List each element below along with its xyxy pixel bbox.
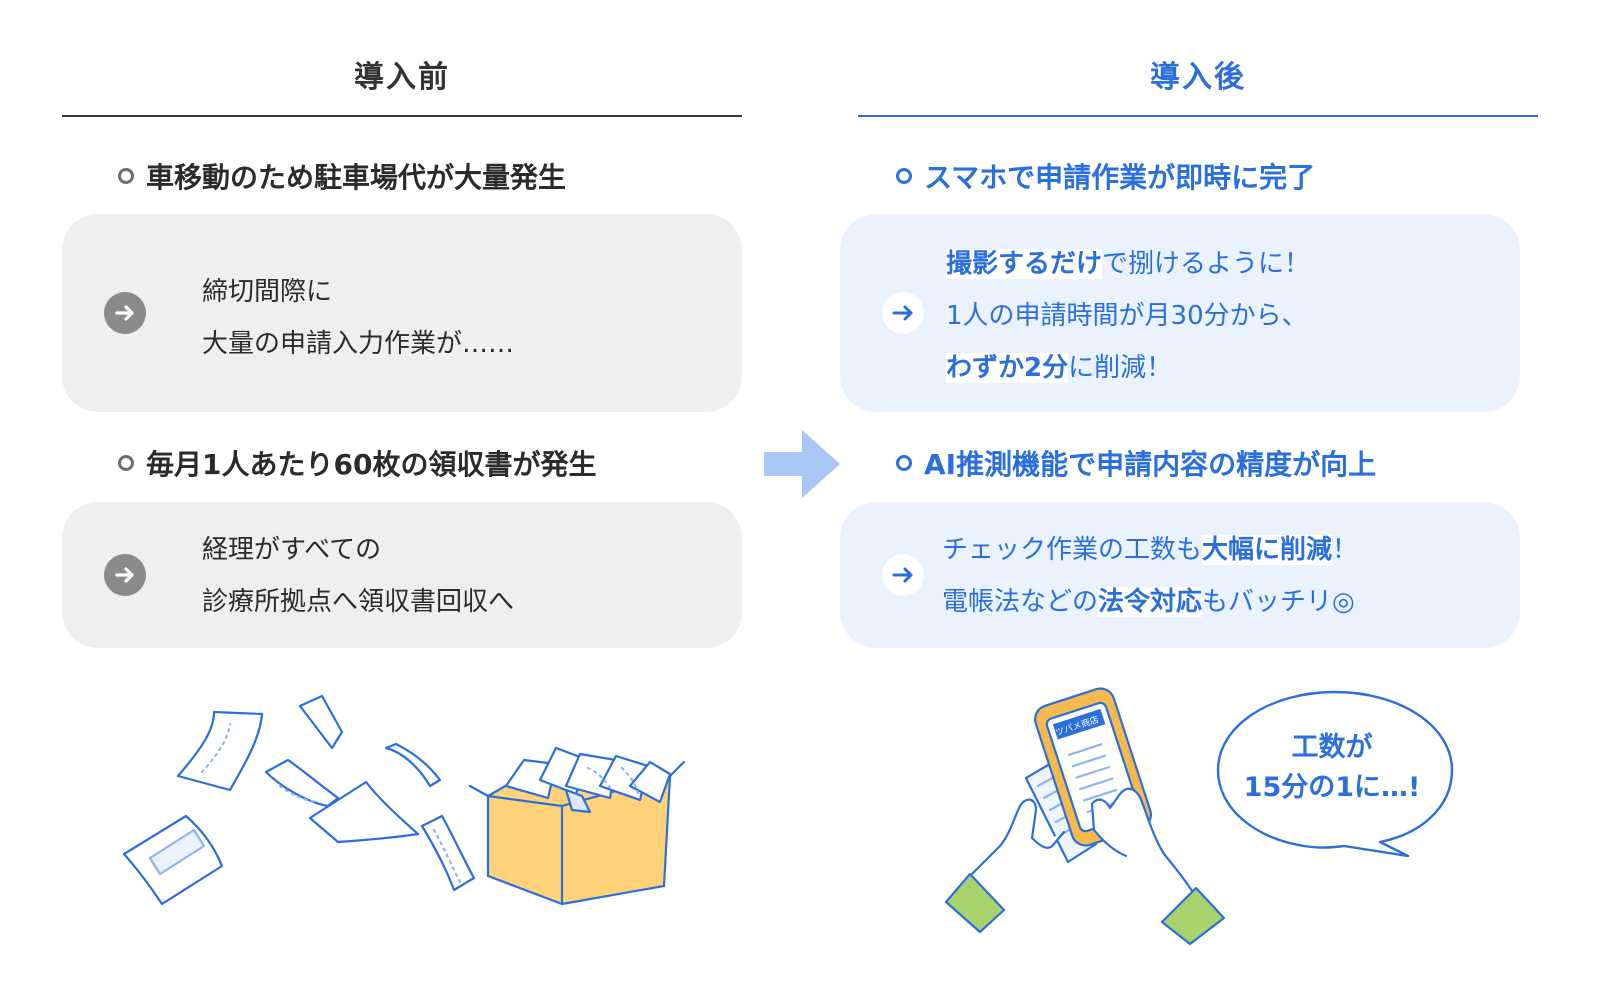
text-line: 締切間際に xyxy=(202,277,333,307)
text-line: チェック作業の工数も大幅に削減！ xyxy=(942,524,1358,576)
speech-bubble xyxy=(1216,690,1454,858)
text-line: 診療所拠点へ領収書回収へ xyxy=(202,587,515,617)
after-divider xyxy=(858,115,1538,117)
plain-text: 電帳法などの xyxy=(942,587,1099,617)
before-point-2: 毎月1人あたり60枚の領収書が発生 xyxy=(118,443,596,483)
plain-text: で捌けるように！ xyxy=(1102,249,1311,279)
bullet-icon xyxy=(896,455,912,471)
after-point-2: AI推測機能で申請内容の精度が向上 xyxy=(896,443,1376,483)
flying-receipt xyxy=(264,758,340,808)
before-point-2-text: 毎月1人あたり60枚の領収書が発生 xyxy=(146,448,597,481)
before-card-2-text: 経理がすべての 診療所拠点へ領収書回収へ xyxy=(202,524,514,628)
text-line: 経理がすべての xyxy=(202,535,382,565)
text-line: 大量の申請入力作業が…… xyxy=(202,329,515,359)
bullet-icon xyxy=(118,455,134,471)
after-point-1-text: スマホで申請作業が即時に完了 xyxy=(924,161,1316,194)
bullet-icon xyxy=(118,168,134,184)
plain-text: ！ xyxy=(1332,535,1359,565)
highlight-text: 法令対応 xyxy=(1098,587,1203,617)
before-card-2: 経理がすべての 診療所拠点へ領収書回収へ xyxy=(62,502,742,648)
highlight-text: 大幅に削減 xyxy=(1202,535,1333,565)
after-card-2-text: チェック作業の工数も大幅に削減！ 電帳法などの法令対応もバッチリ◎ xyxy=(942,524,1358,628)
speech-line-1: 工数が xyxy=(1291,732,1373,763)
flying-receipt xyxy=(298,694,344,750)
arrow-right-icon xyxy=(882,554,924,596)
before-card-1: 締切間際に 大量の申請入力作業が…… xyxy=(62,214,742,412)
before-point-1: 車移動のため駐車場代が大量発生 xyxy=(118,156,566,196)
flying-receipt xyxy=(420,814,476,892)
after-point-1: スマホで申請作業が即時に完了 xyxy=(896,156,1315,196)
text-line: わずか2分に削減！ xyxy=(946,342,1310,394)
left-hand xyxy=(964,798,1066,882)
plain-text: に削減！ xyxy=(1068,353,1173,383)
receipts-box-illustration xyxy=(122,694,686,906)
after-card-2: チェック作業の工数も大幅に削減！ 電帳法などの法令対応もバッチリ◎ xyxy=(840,502,1520,648)
arrow-right-icon xyxy=(882,292,924,334)
arrow-right-circle-icon xyxy=(104,292,146,334)
text-line: 撮影するだけで捌けるように！ xyxy=(946,238,1310,290)
plain-text: 1人の申請時間が月30分から、 xyxy=(946,301,1308,331)
before-point-1-text: 車移動のため駐車場代が大量発生 xyxy=(146,161,567,194)
before-card-1-text: 締切間際に 大量の申請入力作業が…… xyxy=(202,266,514,370)
smartphone-scan-illustration: ツバメ商店 xyxy=(944,687,1226,946)
flying-receipt xyxy=(384,742,442,788)
after-heading: 導入後 xyxy=(1150,60,1246,95)
text-line: 電帳法などの法令対応もバッチリ◎ xyxy=(942,576,1358,628)
after-card-1-text: 撮影するだけで捌けるように！ 1人の申請時間が月30分から、 わずか2分に削減！ xyxy=(946,238,1310,394)
right-hand xyxy=(1090,787,1196,896)
speech-bubble-text: 工数が 15分の1に…! xyxy=(1212,728,1452,808)
after-card-1: 撮影するだけで捌けるように！ 1人の申請時間が月30分から、 わずか2分に削減！ xyxy=(840,214,1520,412)
big-right-arrow-icon xyxy=(764,430,840,498)
text-line: 1人の申請時間が月30分から、 xyxy=(946,290,1310,342)
before-heading: 導入前 xyxy=(354,60,450,95)
flying-receipt xyxy=(176,710,264,792)
flying-receipt xyxy=(308,780,420,844)
plain-text: もバッチリ◎ xyxy=(1202,587,1355,617)
highlight-text: 撮影するだけ xyxy=(946,249,1103,279)
left-sleeve xyxy=(944,872,1006,934)
after-point-2-text: AI推測機能で申請内容の精度が向上 xyxy=(924,448,1377,481)
arrow-right-circle-icon xyxy=(104,554,146,596)
speech-line-2: 15分の1に…! xyxy=(1243,772,1421,803)
plain-text: チェック作業の工数も xyxy=(942,535,1203,565)
highlight-text: わずか2分 xyxy=(946,353,1069,383)
right-sleeve xyxy=(1160,886,1226,946)
before-divider xyxy=(62,115,742,117)
bullet-icon xyxy=(896,168,912,184)
